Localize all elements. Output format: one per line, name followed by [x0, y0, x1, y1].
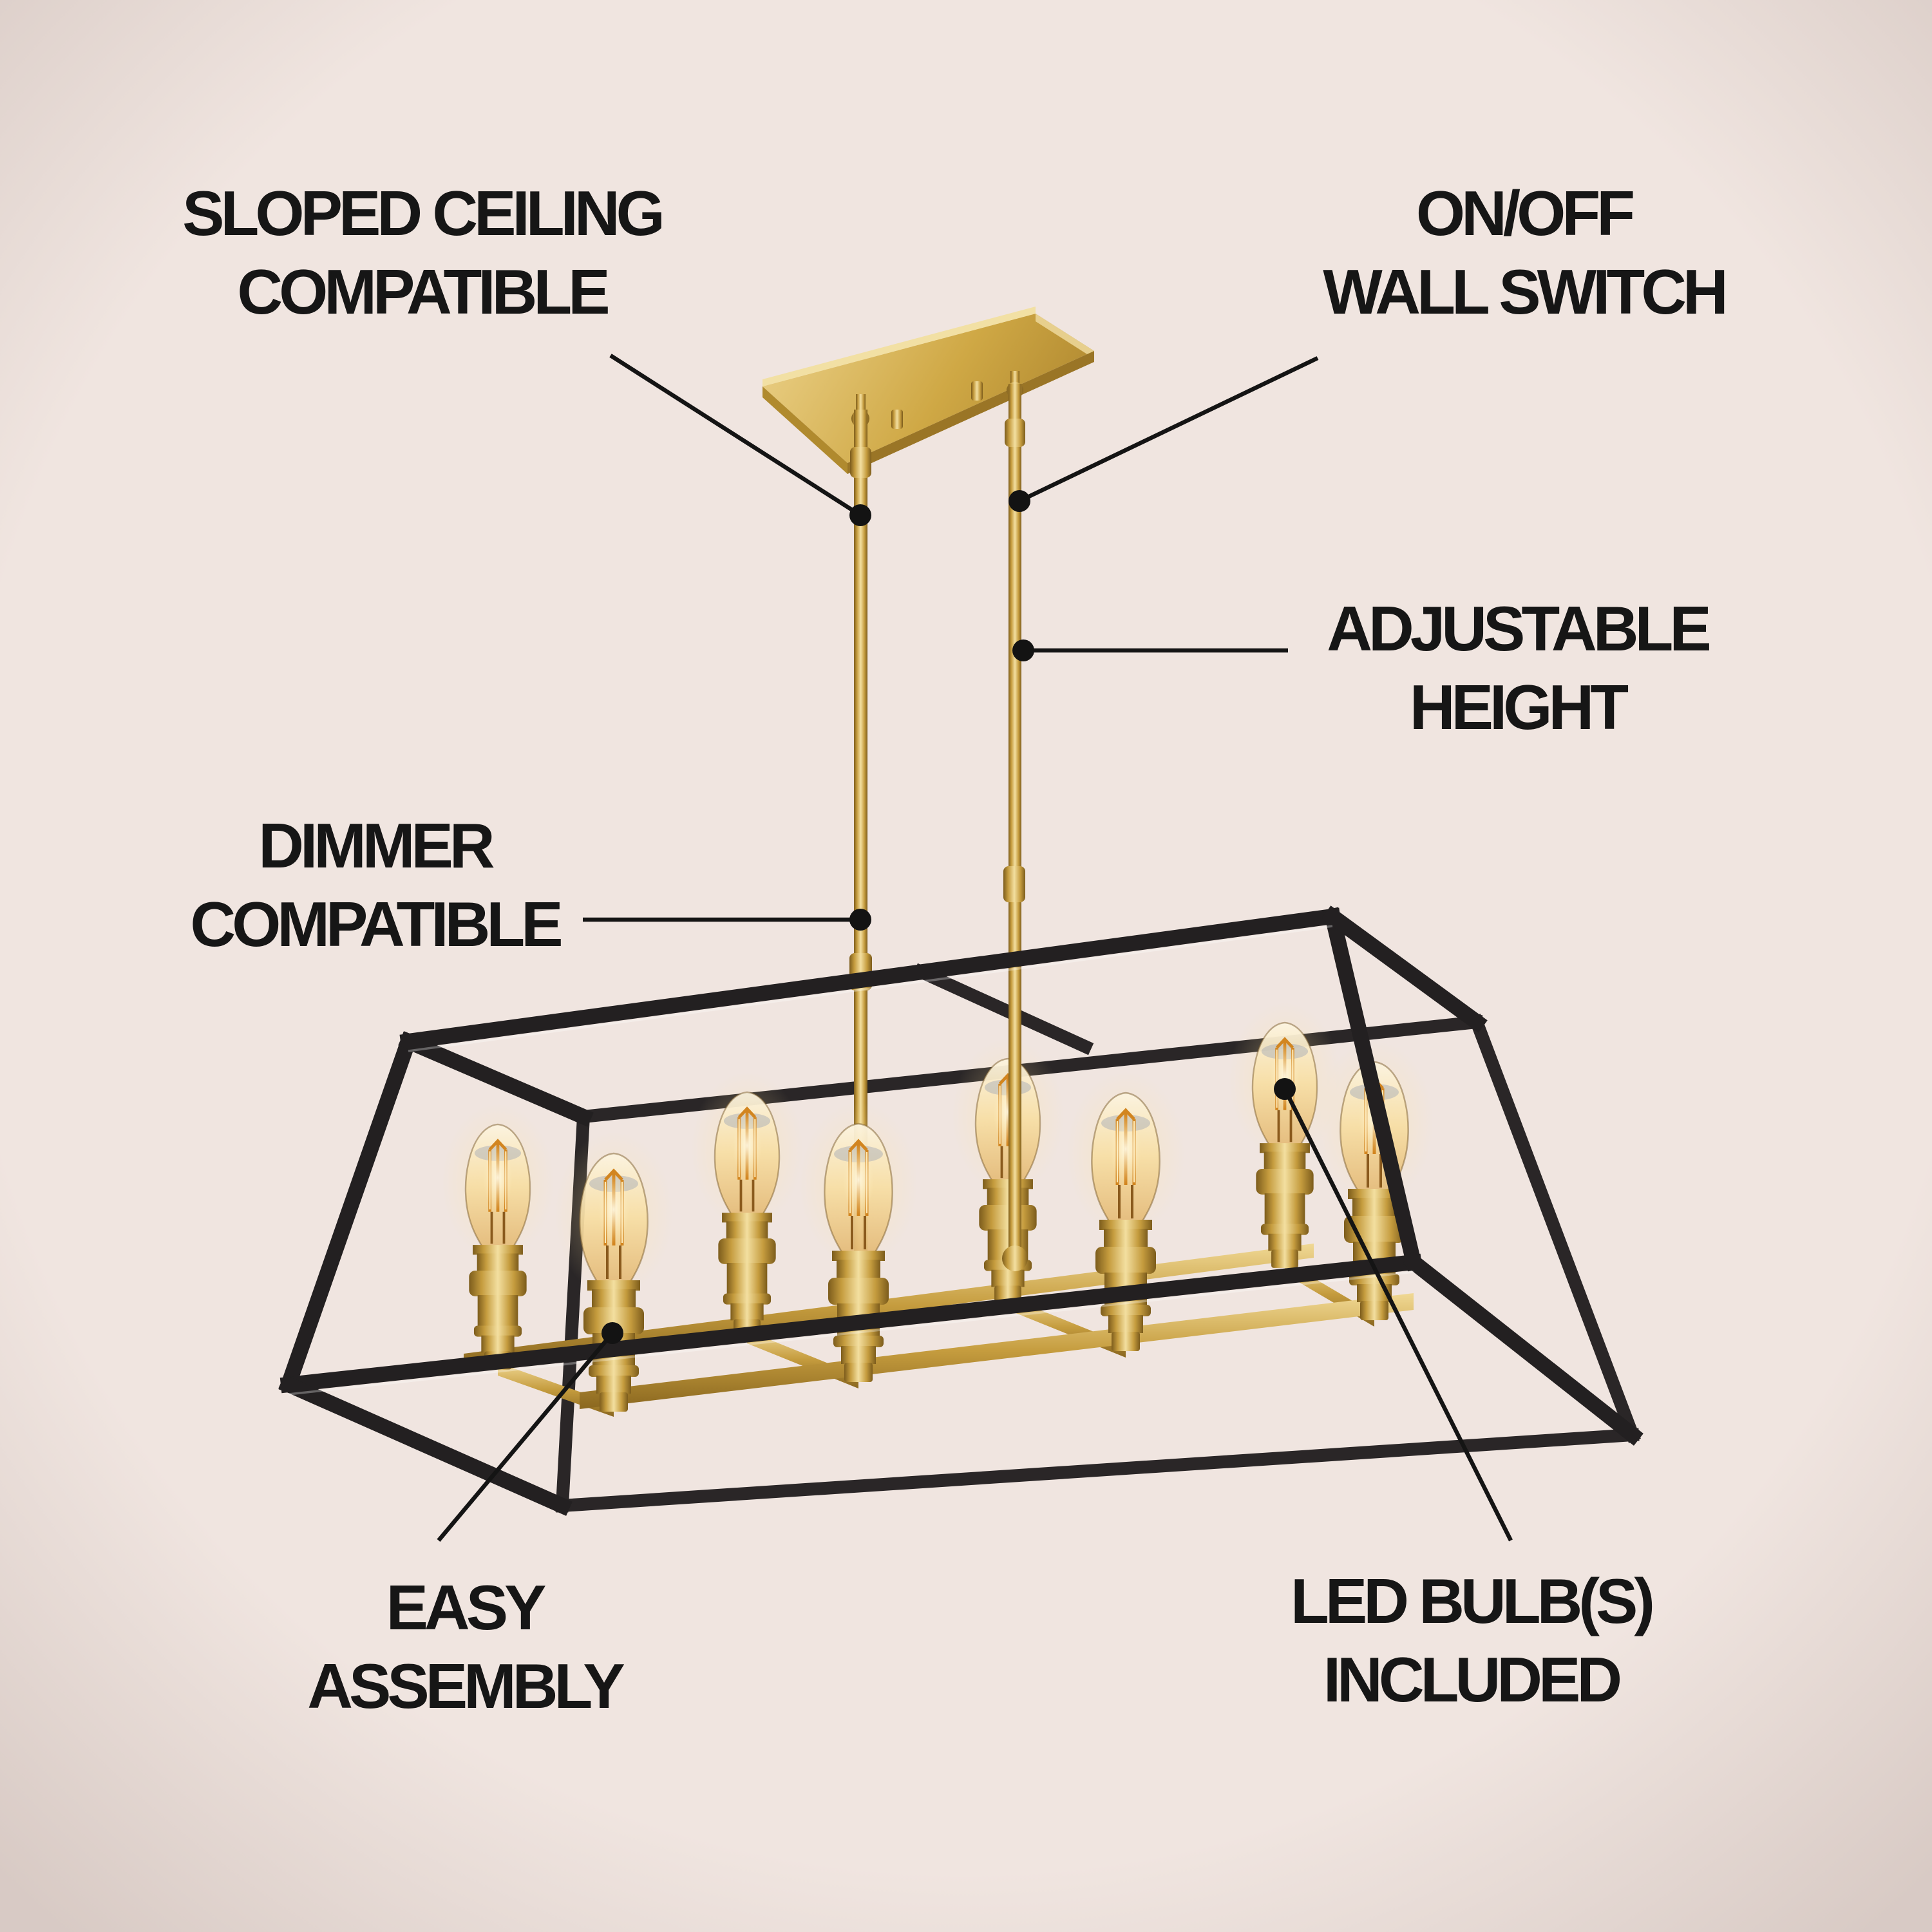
chandelier-feature-infographic: SLOPED CEILING COMPATIBLE ON/OFF WALL SW…	[0, 0, 1932, 1932]
vignette-overlay	[0, 0, 1932, 1932]
